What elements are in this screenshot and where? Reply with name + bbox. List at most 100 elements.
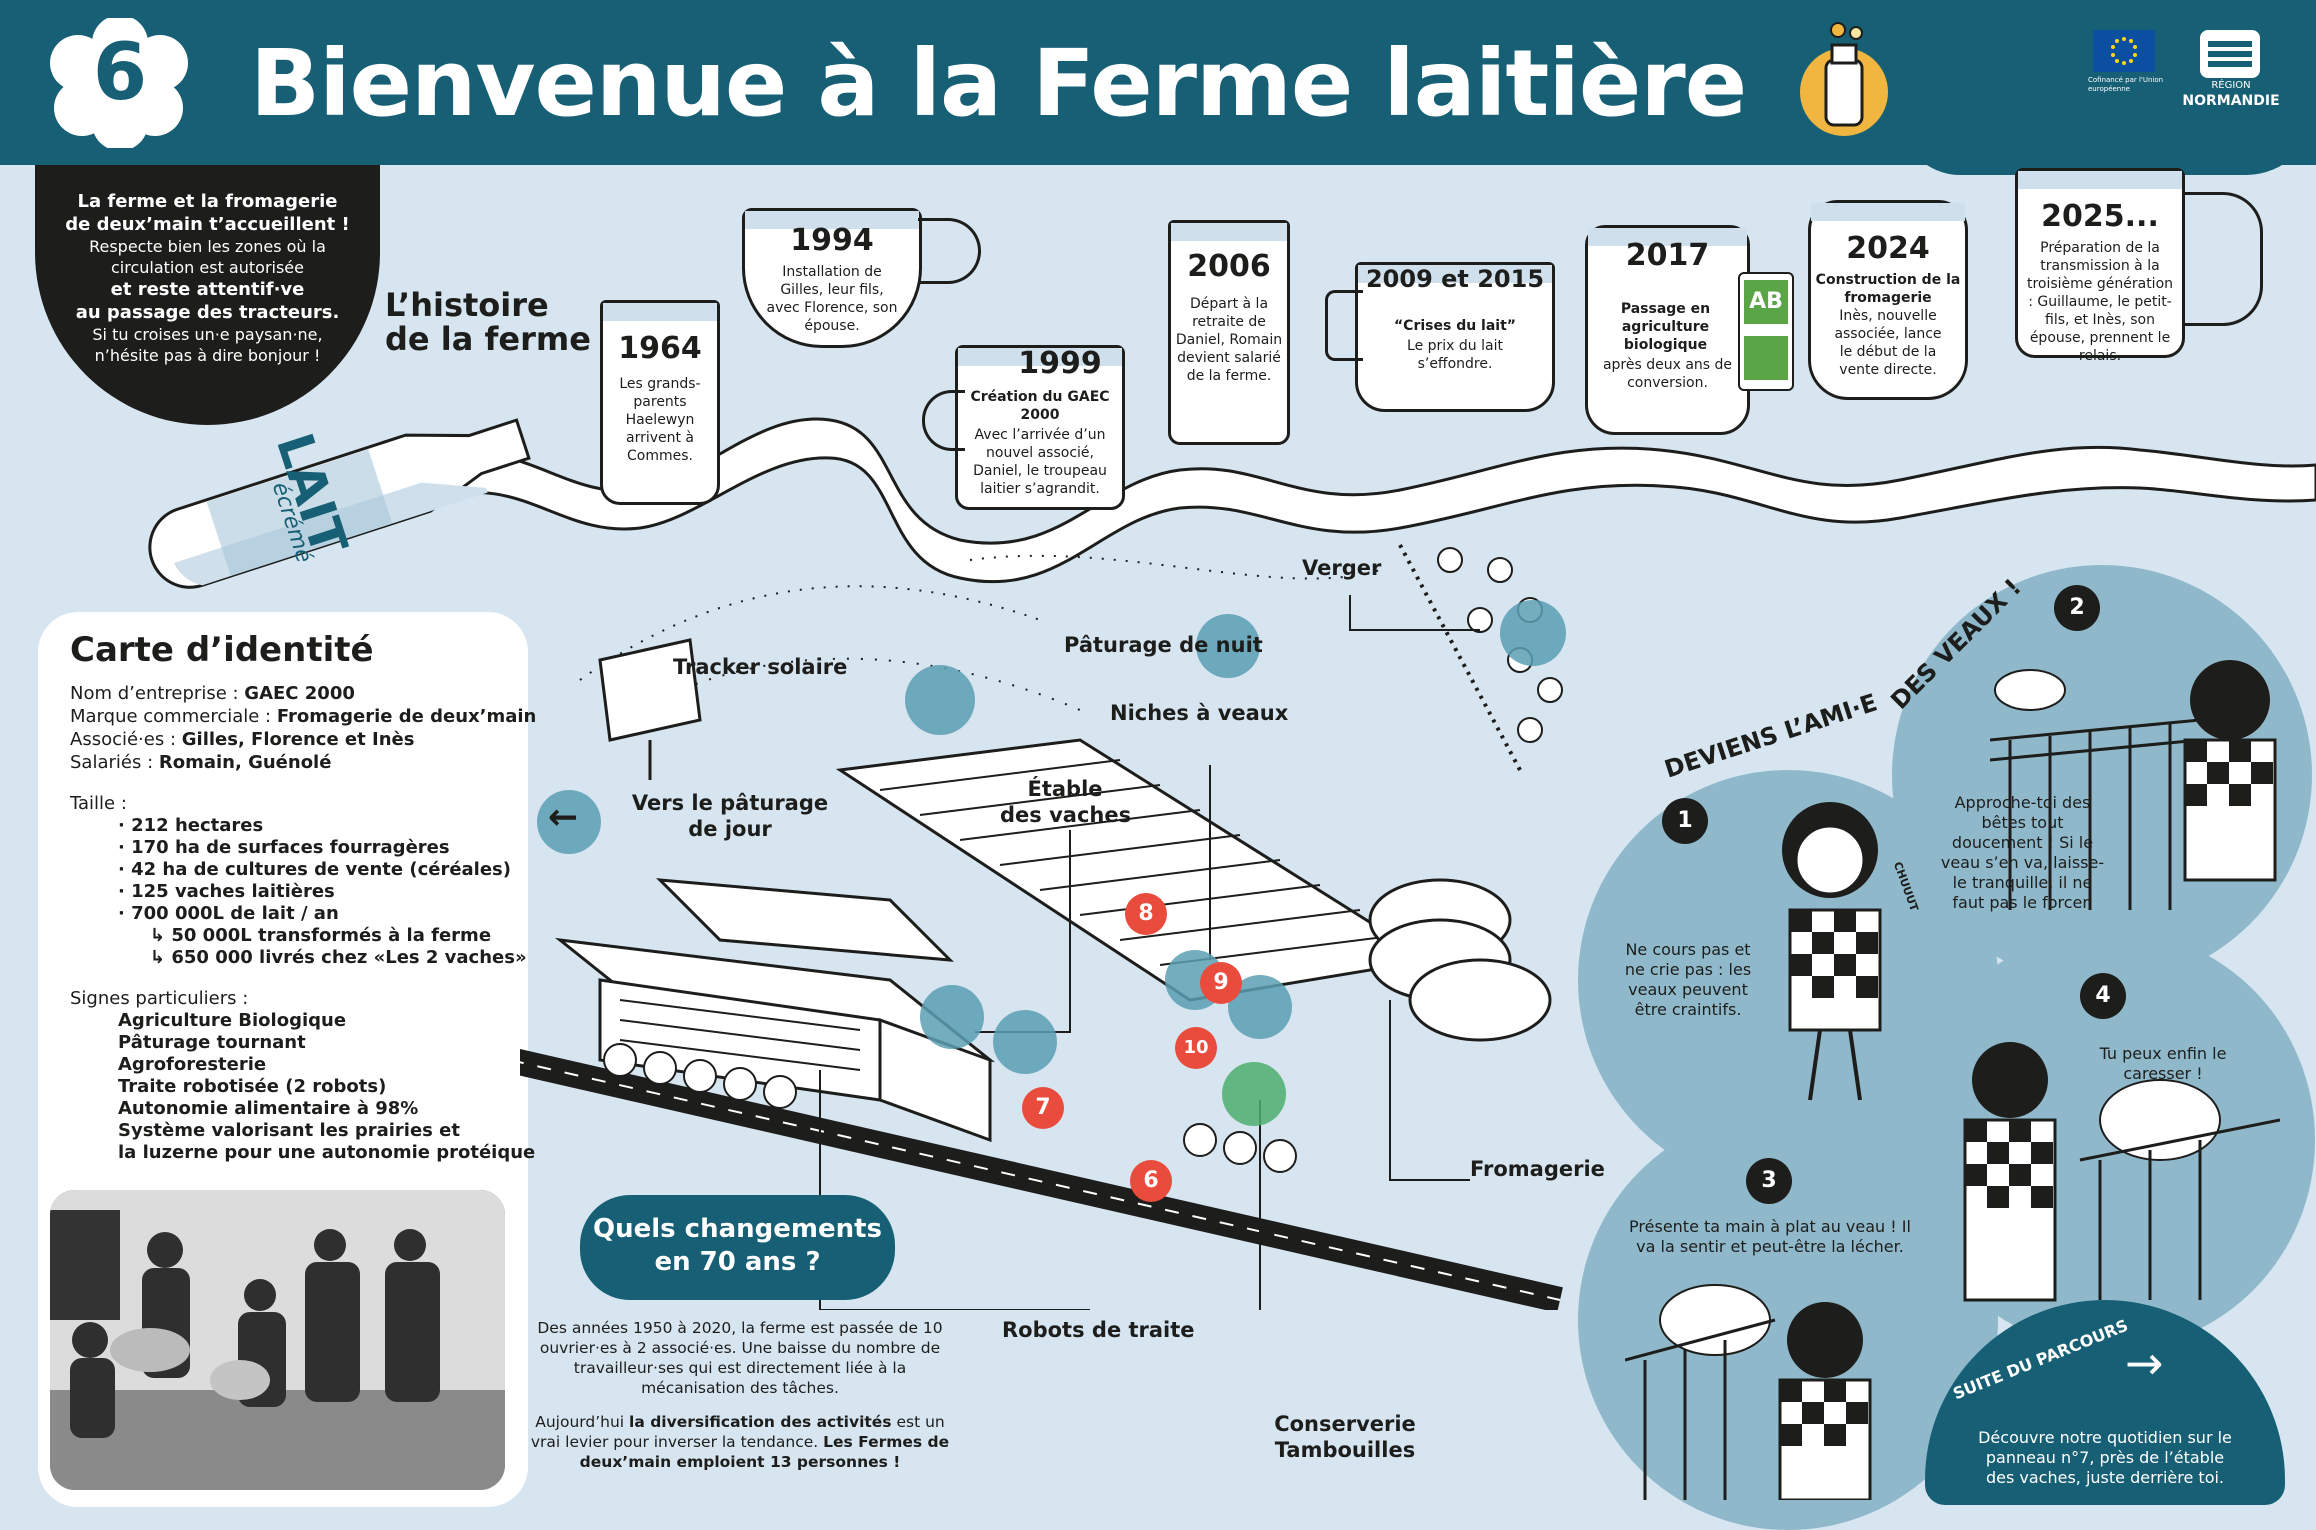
milk-river: [418, 417, 2316, 584]
identity-value: Romain, Guénolé: [158, 752, 332, 773]
arrow-left-icon: ←: [548, 797, 579, 838]
changes-text-part: Aujourd’hui: [535, 1413, 630, 1431]
timeline-year: 1994: [790, 223, 874, 258]
farm-map: [520, 544, 1563, 1310]
timeline-text: Départ à la retraite de Daniel, Romain d…: [1175, 296, 1283, 384]
identity-sign-item: Système valorisant les prairies et: [118, 1120, 460, 1141]
eu-organic-leaf-icon: [1744, 336, 1788, 380]
map-marker: 9: [1200, 962, 1242, 1004]
map-marker: 7: [1022, 1087, 1064, 1129]
map-label-line: de jour: [688, 817, 772, 841]
map-label-paturage-nuit: Pâturage de nuit: [1064, 633, 1263, 657]
map-label-line: Conserverie: [1274, 1412, 1416, 1436]
timeline-text: Préparation de la transmission à la troi…: [2026, 240, 2174, 364]
identity-value: GAEC 2000: [244, 683, 355, 704]
welcome-line: Respecte bien les zones où la: [89, 237, 326, 256]
eu-cofinance-text: Cofinancé par l'Union européenne: [2088, 76, 2164, 93]
identity-size-item: · 125 vaches laitières: [118, 881, 335, 902]
identity-brand: Marque commerciale : Fromagerie de deux’…: [70, 706, 536, 728]
calves-title-1: DEVIENS L’AMI·E: [1661, 688, 1881, 784]
timeline-text: Avec l’arrivée d’un nouvel associé, Dani…: [973, 427, 1107, 497]
normandie-lions-icon: [2200, 30, 2260, 78]
identity-label: Salariés :: [70, 752, 159, 773]
identity-value: Gilles, Florence et Inès: [181, 729, 415, 750]
timeline-year: 2009 et 2015: [1365, 265, 1545, 293]
step-number: 4: [2080, 973, 2126, 1019]
cup-handle: [918, 218, 981, 284]
map-circle: [537, 790, 601, 854]
cup-handle: [2182, 192, 2263, 326]
cup-handle: [922, 390, 965, 451]
timeline-cup-2006: 2006 Départ à la retraite de Daniel, Rom…: [1168, 220, 1290, 445]
identity-size-item: ↳ 50 000L transformés à la ferme: [150, 925, 492, 946]
step-text: Présente ta main à plat au veau ! Il va …: [1629, 1217, 1911, 1256]
identity-staff: Salariés : Romain, Guénolé: [70, 752, 331, 774]
identity-title: Carte d’identité: [70, 630, 374, 670]
map-label-etable: Étable des vaches: [1000, 776, 1132, 828]
map-circle: [1222, 1062, 1286, 1126]
identity-size-label: Taille :: [70, 793, 127, 814]
identity-sign-item: Pâturage tournant: [118, 1032, 306, 1053]
map-label-line: Vers le pâturage: [631, 791, 829, 815]
child-hand-calf-illustration: [1625, 1284, 1872, 1500]
map-circle: [905, 665, 975, 735]
changes-text: Des années 1950 à 2020, la ferme est pas…: [530, 1318, 950, 1472]
child-petting-calf-illustration: [1963, 1042, 2280, 1302]
timeline-text-bold: Création du GAEC 2000: [970, 389, 1110, 423]
farmers-photo: [50, 1190, 505, 1490]
step-text: Ne cours pas et ne crie pas : les veaux …: [1624, 940, 1752, 1019]
changes-text-part: la diversification des activités: [629, 1413, 892, 1431]
child-shushing-illustration: [1782, 802, 1882, 1101]
map-circle: [1196, 614, 1260, 678]
step-number: 2: [2054, 585, 2100, 631]
panel-number: 6: [92, 28, 148, 118]
ab-logo-icon: AB: [1744, 280, 1788, 324]
timeline-year: 1999: [1018, 346, 1102, 381]
identity-size-item: · 212 hectares: [118, 815, 264, 836]
identity-size-item: ↳ 650 000 livrés chez «Les 2 vaches»: [150, 947, 527, 968]
identity-size-item: · 700 000L de lait / an: [118, 903, 339, 924]
milk-bottle-icon: [148, 418, 531, 589]
changes-bubble-line: Quels changements: [592, 1214, 883, 1244]
timeline-cup-2017: 2017 Passage en agriculture biologique a…: [1585, 225, 1750, 435]
next-text: Découvre notre quotidien sur le panneau …: [1978, 1428, 2232, 1487]
map-label-verger: Verger: [1302, 556, 1382, 580]
map-label-vers-paturage: Vers le pâturage de jour: [630, 790, 830, 842]
timeline-text: Les grands-parents Haelewyn arrivent à C…: [619, 376, 701, 464]
timeline-year: 2025...: [2041, 199, 2159, 234]
map-circle: [920, 985, 984, 1049]
child-fence-calf-illustration: [1990, 660, 2277, 910]
welcome-line: Si tu croises un·e paysan·ne,: [92, 325, 323, 344]
timeline-text-bold: Construction de la fromagerie: [1815, 272, 1961, 306]
timeline-cup-2025: 2025... Préparation de la transmission à…: [2015, 168, 2185, 364]
map-circle: [993, 1010, 1057, 1074]
identity-partners: Associé·es : Gilles, Florence et Inès: [70, 729, 414, 751]
map-label-niches: Niches à veaux: [1110, 701, 1289, 725]
timeline-cup-1994: 1994 Installation de Gilles, leur fils, …: [742, 208, 922, 348]
identity-company: Nom d’entreprise : GAEC 2000: [70, 683, 355, 705]
step-number: 3: [1746, 1158, 1792, 1204]
identity-label: Marque commerciale :: [70, 706, 277, 727]
map-circle: [1500, 600, 1566, 666]
identity-sign-item: Agriculture Biologique: [118, 1010, 347, 1031]
identity-label: Associé·es :: [70, 729, 182, 750]
map-label-robots: Robots de traite: [1002, 1318, 1195, 1342]
timeline-text: Inès, nouvelle associée, lance le début …: [1834, 308, 1942, 378]
welcome-notice: La ferme et la fromagerie de deux’main t…: [35, 165, 380, 425]
map-label-line: des vaches: [1000, 803, 1132, 827]
identity-size-item: · 42 ha de cultures de vente (céréales): [118, 859, 511, 880]
eu-flag-icon: [2093, 30, 2155, 72]
page-title: Bienvenue à la Ferme laitière: [250, 30, 1747, 137]
identity-label: Nom d’entreprise :: [70, 683, 245, 704]
identity-size-item: · 170 ha de surfaces fourragères: [118, 837, 450, 858]
cup-handle: [1325, 290, 1363, 361]
timeline-text-bold: “Crises du lait”: [1393, 318, 1516, 334]
milk-can-icon: [1800, 22, 1888, 136]
welcome-line: et reste attentif·ve: [110, 279, 305, 300]
changes-bubble-line: en 70 ans ?: [654, 1247, 821, 1277]
organic-labels: AB: [1738, 272, 1794, 391]
flower-badge-icon: [50, 18, 188, 148]
identity-sign-item: la luzerne pour une autonomie protéique: [118, 1142, 536, 1163]
region-prefix: RÉGION: [2211, 80, 2251, 91]
map-label-tracker: Tracker solaire: [673, 655, 848, 679]
